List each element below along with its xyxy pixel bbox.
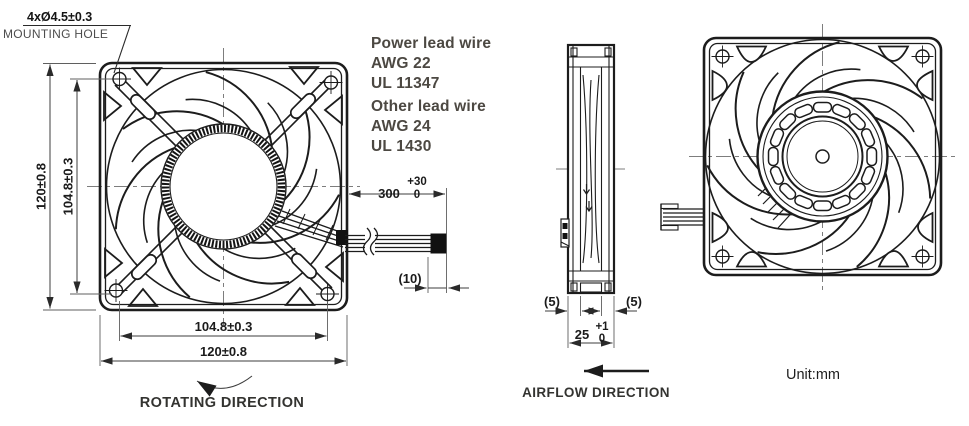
unit-label: Unit:mm <box>786 367 840 383</box>
dim-side-flange-left: (5) <box>544 294 560 309</box>
wire-stripped-end <box>430 233 447 254</box>
rear-frame <box>702 36 943 277</box>
lead-dimensions: +30 300 0 (10) <box>349 176 469 293</box>
rear-lead-wires <box>660 203 704 231</box>
side-molded-arrows <box>583 184 593 213</box>
front-view <box>87 48 360 327</box>
front-hub <box>160 123 287 250</box>
other-lead-note-awg: AWG 24 <box>371 118 431 135</box>
rear-shaft-center <box>815 149 830 164</box>
dim-side-tol-plus: +1 <box>595 321 609 333</box>
dim-lead-length: 300 <box>378 186 400 201</box>
dim-front-hole-height: 104.8±0.3 <box>61 158 76 216</box>
front-frame-inner <box>104 67 343 306</box>
other-lead-note-title: Other lead wire <box>371 98 486 115</box>
dim-side-flange-right: (5) <box>626 294 642 309</box>
rotating-direction-label: ROTATING DIRECTION <box>140 395 305 411</box>
dim-front-hole-width: 104.8±0.3 <box>195 319 253 334</box>
dim-lead-tip: (10) <box>398 271 421 286</box>
front-dimensions: 120±0.8 104.8±0.3 104.8±0.3 120±0.8 ROTA… <box>34 63 348 411</box>
rear-view <box>660 24 956 290</box>
other-lead-note-ul: UL 1430 <box>371 138 432 155</box>
airflow-direction-label: AIRFLOW DIRECTION <box>522 385 670 400</box>
power-lead-note-awg: AWG 22 <box>371 55 431 72</box>
mounting-hole-spec: 4xØ4.5±0.3 <box>27 10 92 24</box>
dim-lead-tol-plus: +30 <box>407 176 427 188</box>
rear-venturi-circle <box>704 38 941 275</box>
mounting-hole-callout: 4xØ4.5±0.3 MOUNTING HOLE <box>3 10 131 74</box>
side-wire-pocket <box>560 218 570 248</box>
front-frame <box>98 61 349 312</box>
dim-front-width: 120±0.8 <box>200 344 247 359</box>
lead-wire-notes: Power lead wire AWG 22 UL 11347 Other le… <box>371 35 491 155</box>
side-frame-internals <box>568 46 614 293</box>
side-dimensions: (5) (5) +1 25 0 AIRFLOW DIRECTION <box>522 294 670 400</box>
front-venturi-circle <box>105 68 342 305</box>
dim-lead-tol-zero: 0 <box>414 189 420 201</box>
dim-front-height: 120±0.8 <box>34 163 49 210</box>
mounting-hole-label: MOUNTING HOLE <box>3 27 108 41</box>
rear-motor-hub <box>756 90 889 223</box>
lead-wires <box>274 208 447 256</box>
dim-side-tol-zero: 0 <box>599 333 605 345</box>
callout-leader-line <box>113 25 131 74</box>
rear-frame-inner <box>708 42 937 271</box>
rotating-direction-arrow <box>196 375 253 397</box>
power-lead-note-title: Power lead wire <box>371 35 491 52</box>
side-view <box>556 43 627 295</box>
dim-side-depth: 25 <box>575 327 589 342</box>
power-lead-note-ul: UL 11347 <box>371 75 440 92</box>
